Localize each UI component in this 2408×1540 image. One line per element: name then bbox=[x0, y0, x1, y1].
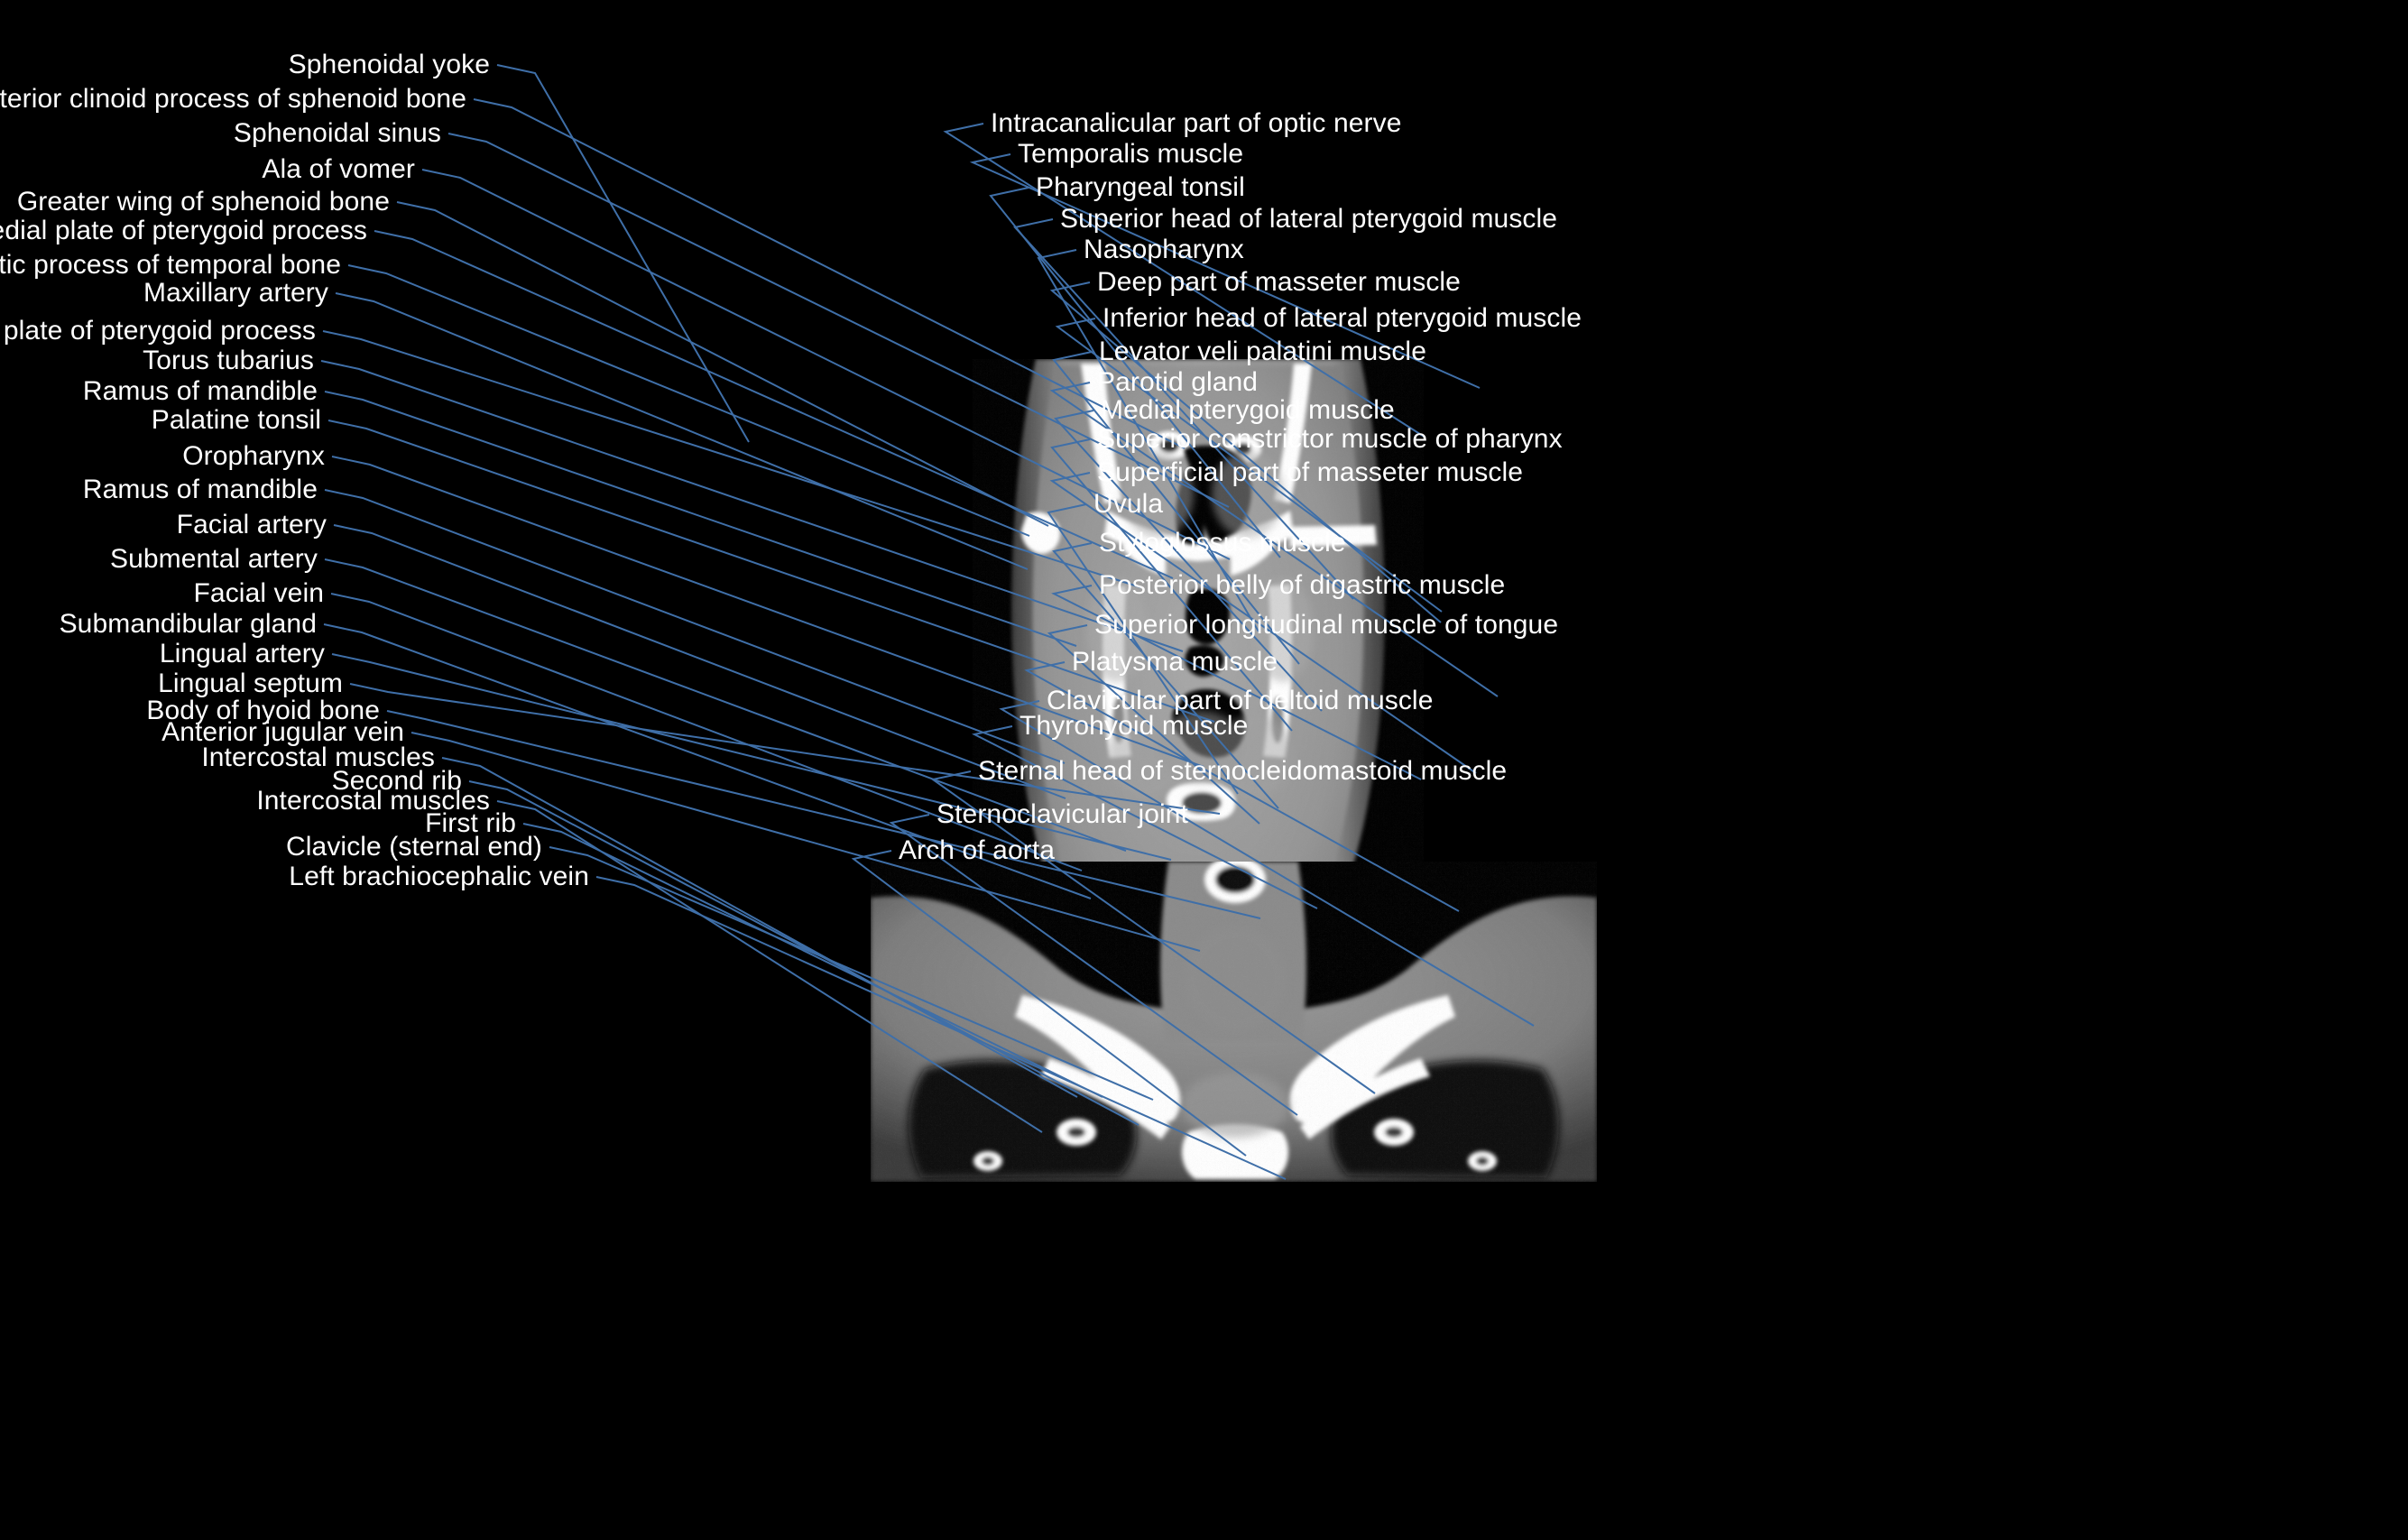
annotation-label: Arch of aorta bbox=[899, 835, 1056, 865]
annotation-label: Deep part of masseter muscle bbox=[1097, 267, 1461, 297]
annotation-label: Anterior jugular vein bbox=[161, 717, 404, 747]
annotation-label: Styloglossus muscle bbox=[1099, 528, 1346, 558]
annotation-label: Torus tubarius bbox=[143, 346, 314, 375]
annotation-label: Superior head of lateral pterygoid muscl… bbox=[1060, 204, 1558, 234]
annotation-label: Clavicle (sternal end) bbox=[286, 832, 542, 862]
annotation-label: Superficial part of masseter muscle bbox=[1097, 457, 1524, 487]
annotation-label: Lingual artery bbox=[159, 639, 325, 669]
annotation-label: Facial vein bbox=[193, 578, 324, 608]
annotation-label: Sphenoidal yoke bbox=[288, 50, 490, 79]
ct-coronal-lower-panel bbox=[871, 862, 1597, 1182]
annotation-label: Zygomatic process of temporal bone bbox=[0, 250, 341, 280]
annotation-label: Parotid gland bbox=[1097, 367, 1259, 397]
annotation-label: Greater wing of sphenoid bone bbox=[16, 187, 390, 217]
annotation-label: Medial pterygoid muscle bbox=[1101, 395, 1395, 425]
annotation-label: Temporalis muscle bbox=[1018, 139, 1244, 169]
annotation-label: Facial artery bbox=[176, 510, 327, 539]
annotation-label: Lateral plate of pterygoid process bbox=[0, 316, 316, 346]
annotation-label: Pharyngeal tonsil bbox=[1036, 172, 1245, 202]
annotation-label: Clavicular part of deltoid muscle bbox=[1047, 686, 1434, 715]
annotation-label: Inferior head of lateral pterygoid muscl… bbox=[1103, 303, 1582, 333]
annotation-label: Uvula bbox=[1093, 489, 1164, 519]
annotation-label: Levator veli palatini muscle bbox=[1099, 337, 1426, 366]
annotation-label: Maxillary artery bbox=[143, 278, 328, 308]
annotation-label: Ramus of mandible bbox=[82, 475, 318, 504]
annotation-label: Ala of vomer bbox=[262, 154, 415, 184]
annotation-label: Palatine tonsil bbox=[151, 405, 321, 435]
annotation-label: Submental artery bbox=[109, 544, 318, 574]
annotation-label: Sternoclavicular joint bbox=[936, 799, 1188, 829]
annotation-label: Oropharynx bbox=[182, 441, 325, 471]
annotation-label: Superior longitudinal muscle of tongue bbox=[1094, 610, 1559, 640]
annotation-label: Superior constrictor muscle of pharynx bbox=[1097, 424, 1563, 454]
annotation-label: Submandibular gland bbox=[59, 609, 317, 639]
annotation-label: Ramus of mandible bbox=[82, 376, 318, 406]
annotation-label: Intracanalicular part of optic nerve bbox=[991, 108, 1402, 138]
annotation-label: Nasopharynx bbox=[1084, 235, 1244, 264]
annotation-label: Left brachiocephalic vein bbox=[289, 862, 589, 891]
annotation-label: Lingual septum bbox=[158, 669, 343, 698]
annotation-label: Intercostal muscles bbox=[256, 786, 490, 816]
annotation-label: Platysma muscle bbox=[1072, 647, 1278, 677]
annotation-label: Anterior clinoid process of sphenoid bon… bbox=[0, 84, 466, 114]
annotation-label: Body of hyoid bone bbox=[146, 696, 380, 725]
annotation-label: Sternal head of sternocleidomastoid musc… bbox=[978, 756, 1508, 786]
annotation-label: Sphenoidal sinus bbox=[233, 118, 441, 148]
annotation-label: Thyrohyoid muscle bbox=[1019, 711, 1249, 741]
annotation-label: Second rib bbox=[331, 766, 462, 796]
annotation-label: First rib bbox=[425, 808, 516, 838]
annotation-label: Posterior belly of digastric muscle bbox=[1099, 570, 1506, 600]
annotation-label: Intercostal muscles bbox=[201, 742, 435, 772]
annotation-label: Medial plate of pterygoid process bbox=[0, 216, 367, 245]
